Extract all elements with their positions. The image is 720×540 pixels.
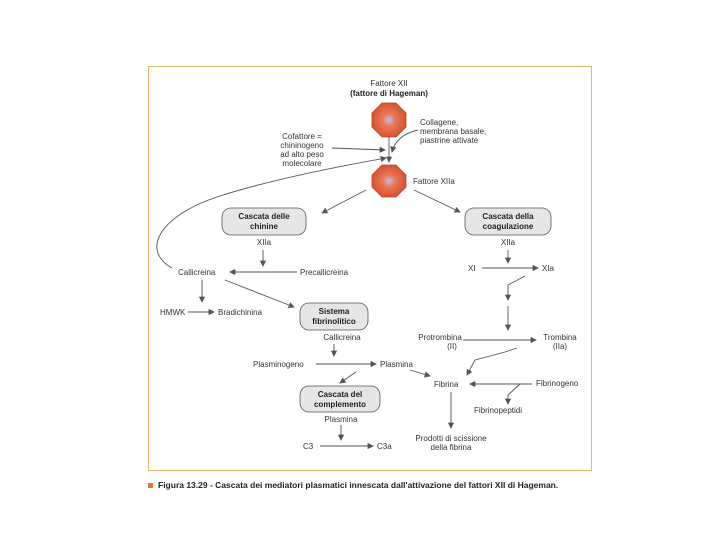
edge-callicreina-to-fibrinolitico — [224, 279, 295, 308]
cascata-coagulazione-box — [464, 207, 552, 236]
label-plasmina-2: Plasmina — [325, 415, 358, 424]
label-trombina: Trombina — [543, 333, 577, 342]
label-cascata-coag-2: coagulazione — [483, 222, 534, 231]
edge-xiia-to-chinine — [321, 189, 367, 214]
label-plasminogeno: Plasminogeno — [253, 360, 304, 369]
edge-xia-down — [504, 275, 526, 301]
label-xiia-left: XIIa — [257, 238, 272, 247]
edge-plasmina-to-complemento — [339, 371, 357, 384]
label-fattore-xiia: Fattore XIIa — [413, 177, 455, 186]
label-molecolare: molecolare — [282, 159, 322, 168]
figure-caption: Figura 13.29 - Cascata dei mediatori pla… — [148, 480, 608, 490]
cascata-complemento-box — [299, 385, 381, 413]
label-fibrina-prodotti: della fibrina — [431, 443, 472, 452]
label-c3a: C3a — [377, 442, 392, 451]
label-complemento-2: complemento — [314, 400, 366, 409]
label-cofattore: Cofattore = — [282, 132, 322, 141]
label-piastrine: piastrine attivate — [420, 136, 479, 145]
caption-text: Figura 13.29 - Cascata dei mediatori pla… — [158, 480, 559, 490]
label-alto-peso: ad alto peso — [280, 150, 324, 159]
label-collagene: Collagene, — [420, 118, 458, 127]
label-xiia-right: XIIa — [501, 238, 516, 247]
label-fibrinolitico: fibrinolitico — [312, 317, 356, 326]
label-xi: XI — [468, 264, 476, 273]
edge-trombina-to-fibrina — [466, 347, 518, 376]
caption-bullet-icon — [148, 483, 153, 489]
edge-plasmina-to-fibrina — [409, 369, 431, 378]
edge-callicreina-feedback — [156, 155, 387, 269]
label-trombina-iia: (IIa) — [553, 342, 568, 351]
label-protrombina: Protrombina — [418, 333, 462, 342]
label-prodotti: Prodotti di scissione — [415, 434, 487, 443]
sistema-fibrinolitico-box — [299, 302, 369, 331]
label-sistema: Sistema — [319, 307, 350, 316]
label-cascata-chinine-2: chinine — [250, 222, 279, 231]
edge-xiia-to-coagulazione — [413, 189, 461, 213]
label-chininogeno: chininogeno — [280, 141, 324, 150]
label-fibrinogeno: Fibrinogeno — [536, 379, 579, 388]
fattore-xii-octagon — [371, 102, 407, 138]
label-cascata-coag-1: Cascata della — [482, 212, 534, 221]
edge-fibrinogeno-to-fibrinopeptidi — [504, 383, 521, 405]
edge-cofattore — [331, 146, 386, 153]
label-fibrinopeptidi: Fibrinopeptidi — [474, 406, 522, 415]
label-callicreina-2: Callicreina — [323, 333, 361, 342]
edge-collagene — [390, 129, 419, 153]
label-fattore-hageman: (fattore di Hageman) — [350, 89, 428, 98]
label-fibrina: Fibrina — [434, 380, 459, 389]
label-fattore-xii: Fattore XII — [370, 79, 407, 88]
label-callicreina-1: Callicreina — [178, 268, 216, 277]
label-complemento-1: Cascata del — [318, 390, 362, 399]
label-cascata-chinine-1: Cascata delle — [238, 212, 290, 221]
fattore-xiia-octagon — [371, 164, 407, 198]
label-c3: C3 — [303, 442, 314, 451]
label-bradichinina: Bradichinina — [218, 308, 263, 317]
label-protrombina-ii: (II) — [447, 342, 457, 351]
label-plasmina-1: Plasmina — [380, 360, 413, 369]
label-precallicreina: Precallicreina — [300, 268, 349, 277]
cascata-chinine-box — [221, 207, 307, 236]
label-membrana: membrana basale, — [420, 127, 486, 136]
label-hmwk: HMWK — [160, 308, 186, 317]
label-xia: XIa — [542, 264, 555, 273]
